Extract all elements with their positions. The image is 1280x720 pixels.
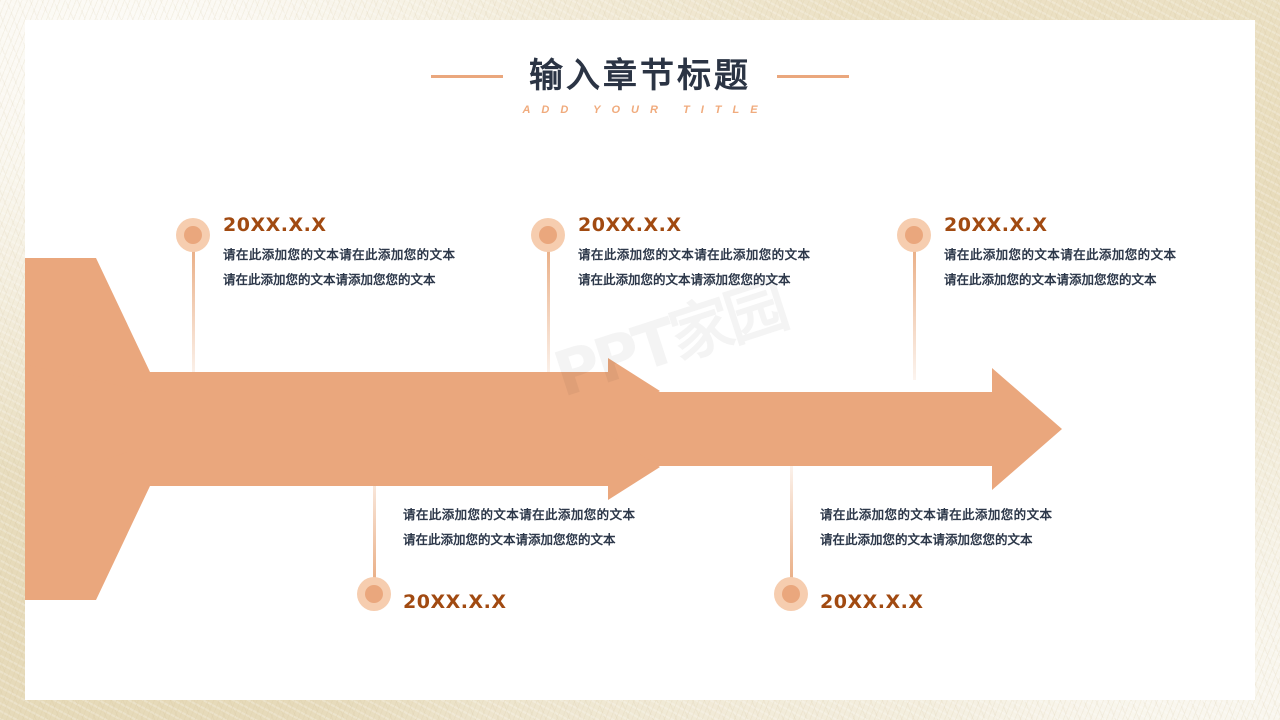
converging-arrows-graphic [25,258,1062,600]
node-description: 请在此添加您的文本请在此添加您的文本请在此添加您的文本请添加您您的文本 [944,247,1176,287]
node-date: 20XX.X.X [223,214,327,236]
title-rule-right [777,75,849,79]
node-stem [192,235,195,380]
node-description: 请在此添加您的文本请在此添加您的文本请在此添加您的文本请添加您您的文本 [578,247,810,287]
slide-card: PPT家园 输入章节标题 ADD YOUR TITLE 20XX.X.X 请在此… [25,20,1255,700]
arrow-branch-middle [25,364,1062,494]
node-stem [790,462,793,592]
node-stem [547,235,550,380]
title-row: 输入章节标题 [25,56,1255,96]
node-dot-marker[interactable] [774,577,808,611]
page-subtitle: ADD YOUR TITLE [522,104,769,117]
node-description: 请在此添加您的文本请在此添加您的文本请在此添加您的文本请添加您您的文本 [403,507,635,547]
title-block: 输入章节标题 ADD YOUR TITLE [25,56,1255,117]
watermark: PPT家园 [545,269,803,491]
node-stem [913,235,916,380]
node-stem [373,462,376,592]
node-dot-marker[interactable] [176,218,210,252]
node-date: 20XX.X.X [820,591,924,613]
title-rule-left [431,75,503,79]
node-description: 请在此添加您的文本请在此添加您的文本请在此添加您的文本请添加您您的文本 [820,507,1052,547]
node-date: 20XX.X.X [578,214,682,236]
node-dot-marker[interactable] [357,577,391,611]
node-date: 20XX.X.X [403,591,507,613]
node-dot-marker[interactable] [897,218,931,252]
page-title: 输入章节标题 [529,56,751,96]
node-date: 20XX.X.X [944,214,1048,236]
node-description: 请在此添加您的文本请在此添加您的文本请在此添加您的文本请添加您您的文本 [223,247,455,287]
node-dot-marker[interactable] [531,218,565,252]
